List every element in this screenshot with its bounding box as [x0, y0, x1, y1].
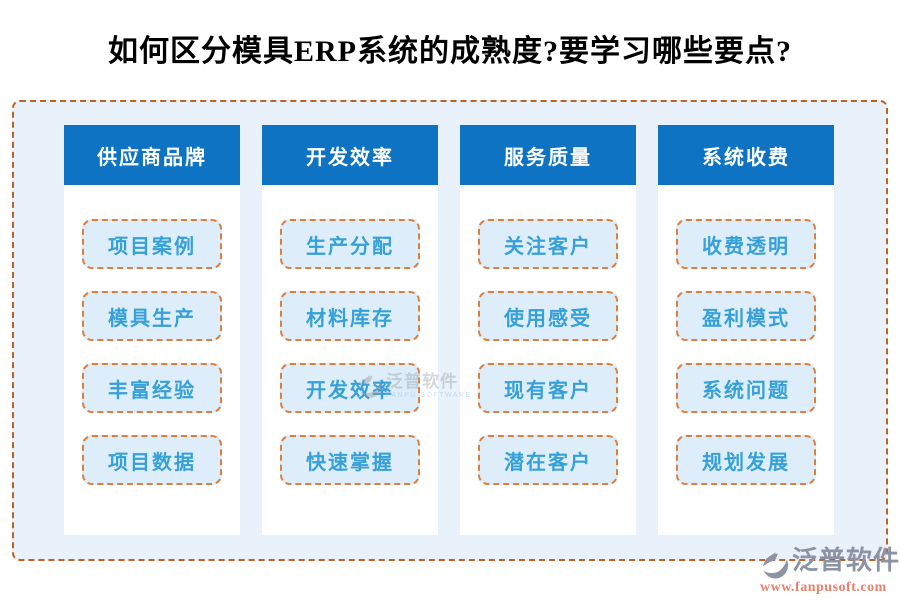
brand-watermark: 泛普软件 www.fanpusoft.com [760, 548, 900, 595]
watermark-brand: 泛普软件 [792, 546, 900, 575]
content-panel: 供应商品牌 项目案例 模具生产 丰富经验 项目数据 开发效率 生产分配 材料库存… [12, 100, 888, 561]
column-body: 项目案例 模具生产 丰富经验 项目数据 [64, 185, 240, 485]
item-box: 系统问题 [676, 363, 816, 413]
columns-container: 供应商品牌 项目案例 模具生产 丰富经验 项目数据 开发效率 生产分配 材料库存… [64, 125, 834, 535]
column-header: 服务质量 [460, 125, 636, 185]
item-box: 盈利模式 [676, 291, 816, 341]
item-box: 规划发展 [676, 435, 816, 485]
item-box: 开发效率 [280, 363, 420, 413]
page-title: 如何区分模具ERP系统的成熟度?要学习哪些要点? [108, 35, 792, 68]
column-supplier-brand: 供应商品牌 项目案例 模具生产 丰富经验 项目数据 [64, 125, 240, 535]
item-box: 现有客户 [478, 363, 618, 413]
column-system-fees: 系统收费 收费透明 盈利模式 系统问题 规划发展 [658, 125, 834, 535]
fanpu-logo-icon [763, 552, 789, 579]
column-dev-efficiency: 开发效率 生产分配 材料库存 开发效率 快速掌握 [262, 125, 438, 535]
item-box: 潜在客户 [478, 435, 618, 485]
column-body: 生产分配 材料库存 开发效率 快速掌握 [262, 185, 438, 485]
brand-watermark-row: 泛普软件 [760, 548, 900, 580]
item-box: 快速掌握 [280, 435, 420, 485]
item-box: 生产分配 [280, 219, 420, 269]
item-box: 收费透明 [676, 219, 816, 269]
watermark-url: www.fanpusoft.com [760, 580, 887, 595]
column-header: 系统收费 [658, 125, 834, 185]
column-body: 关注客户 使用感受 现有客户 潜在客户 [460, 185, 636, 485]
item-box: 丰富经验 [82, 363, 222, 413]
item-box: 使用感受 [478, 291, 618, 341]
column-header: 开发效率 [262, 125, 438, 185]
item-box: 材料库存 [280, 291, 420, 341]
item-box: 项目案例 [82, 219, 222, 269]
item-box: 模具生产 [82, 291, 222, 341]
column-service-quality: 服务质量 关注客户 使用感受 现有客户 潜在客户 [460, 125, 636, 535]
item-box: 项目数据 [82, 435, 222, 485]
column-header: 供应商品牌 [64, 125, 240, 185]
column-body: 收费透明 盈利模式 系统问题 规划发展 [658, 185, 834, 485]
item-box: 关注客户 [478, 219, 618, 269]
